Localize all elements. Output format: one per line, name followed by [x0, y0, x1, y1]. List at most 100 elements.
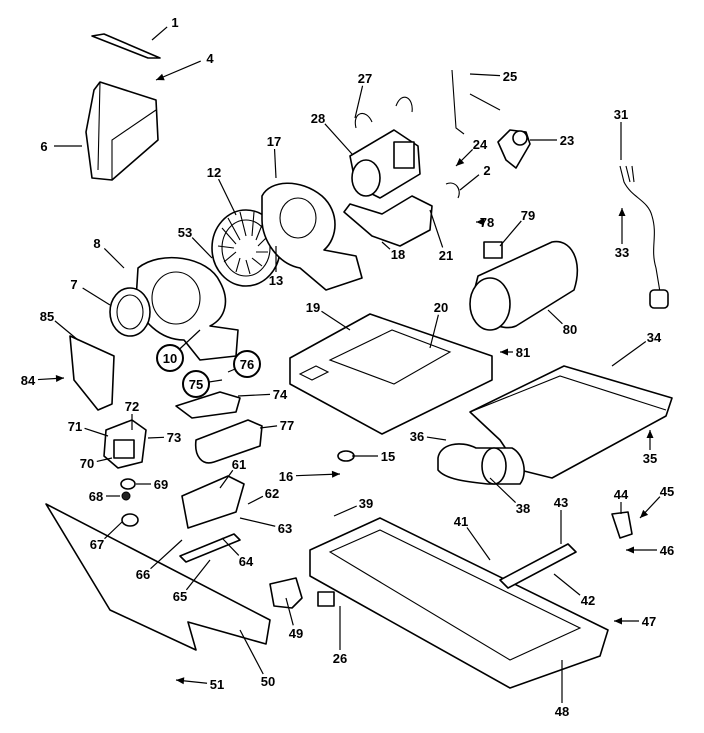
callout-label-68: 68	[89, 489, 103, 504]
callout-label-47: 47	[642, 614, 656, 629]
callout-label-33: 33	[615, 245, 629, 260]
leader-arrow-78	[476, 218, 484, 226]
leader-line-67	[104, 521, 123, 540]
leader-line-8	[103, 248, 125, 269]
leader-line-74	[237, 393, 271, 397]
leader-line-70	[96, 457, 113, 463]
callout-label-72: 72	[125, 399, 139, 414]
leader-line-61	[219, 469, 234, 489]
leader-line-64	[221, 537, 240, 556]
callout-label-84: 84	[21, 373, 36, 388]
callout-label-4: 4	[206, 51, 214, 66]
callout-label-51: 51	[210, 677, 224, 692]
callout-label-81: 81	[516, 345, 530, 360]
leader-line-53	[191, 237, 213, 259]
callout-label-39: 39	[359, 496, 373, 511]
part-61-bracket	[181, 475, 245, 529]
leader-line-41	[466, 527, 491, 561]
callout-label-16: 16	[279, 469, 293, 484]
part-38-exhaust-duct	[437, 443, 525, 485]
part-7-seal-ring	[109, 287, 151, 337]
callout-label-70: 70	[80, 456, 94, 471]
leader-line-50	[239, 629, 264, 675]
parts-artwork	[45, 33, 673, 689]
callout-label-41: 41	[454, 514, 468, 529]
part-49-burner	[269, 577, 303, 609]
leader-line-73	[147, 436, 165, 439]
leader-line-27	[354, 85, 364, 119]
leader-line-21	[429, 209, 444, 248]
callout-label-66: 66	[136, 567, 150, 582]
callout-label-73: 73	[167, 430, 181, 445]
callout-label-74: 74	[273, 387, 288, 402]
callout-label-25: 25	[503, 69, 517, 84]
part-27-clamps	[354, 96, 413, 129]
callout-label-49: 49	[289, 626, 303, 641]
callout-circle-75	[182, 370, 210, 398]
part-34-base-pan	[469, 365, 673, 479]
callout-label-23: 23	[560, 133, 574, 148]
callout-label-64: 64	[239, 554, 254, 569]
leader-line-4	[155, 60, 201, 81]
leader-line-65	[185, 559, 211, 591]
leader-line-71	[84, 427, 109, 437]
part-8-fan-cover	[135, 256, 239, 361]
callout-label-12: 12	[207, 165, 221, 180]
callout-label-76: 76	[240, 357, 254, 372]
callout-label-75: 75	[189, 377, 203, 392]
callout-label-69: 69	[154, 477, 168, 492]
part-85-bracket	[69, 335, 115, 411]
leader-line-20	[429, 314, 439, 349]
callout-label-77: 77	[280, 418, 294, 433]
callout-leaders	[37, 26, 661, 703]
leader-line-63	[239, 517, 276, 527]
callout-label-34: 34	[647, 330, 662, 345]
callout-label-1: 1	[171, 15, 178, 30]
callout-label-61: 61	[232, 457, 246, 472]
leader-line-49	[285, 597, 294, 626]
leader-arrow-4	[156, 73, 165, 81]
part-17-blower-housing	[261, 182, 363, 291]
callout-label-78: 78	[480, 215, 494, 230]
callout-label-79: 79	[521, 208, 535, 223]
callout-label-38: 38	[516, 501, 530, 516]
callout-label-21: 21	[439, 248, 453, 263]
callout-circle-10	[156, 344, 184, 372]
leader-line-28	[324, 123, 353, 155]
callout-label-7: 7	[70, 277, 77, 292]
callout-label-27: 27	[358, 71, 372, 86]
leader-line-42	[553, 573, 581, 596]
leader-line-77	[259, 425, 278, 429]
part-48-base-frame	[309, 517, 609, 689]
leader-line-62	[247, 495, 264, 505]
leader-line-79	[499, 220, 522, 247]
callout-label-20: 20	[434, 300, 448, 315]
leader-line-12	[218, 178, 237, 216]
leader-arrow-51	[176, 677, 185, 685]
leader-line-66	[150, 539, 183, 570]
part-19-top-panel	[289, 313, 493, 435]
callout-label-19: 19	[306, 300, 320, 315]
callout-label-48: 48	[555, 704, 569, 719]
leader-arrow-46	[626, 546, 634, 554]
leader-arrow-45	[640, 509, 649, 518]
callout-label-80: 80	[563, 322, 577, 337]
callout-label-15: 15	[381, 449, 395, 464]
callout-label-43: 43	[554, 495, 568, 510]
callout-label-42: 42	[581, 593, 595, 608]
part-6-lint-duct	[85, 81, 159, 181]
callout-label-85: 85	[40, 309, 54, 324]
callout-label-26: 26	[333, 651, 347, 666]
callout-label-65: 65	[173, 589, 187, 604]
callout-label-13: 13	[269, 273, 283, 288]
part-50-side-panel	[45, 503, 271, 651]
callout-label-50: 50	[261, 674, 275, 689]
callout-label-67: 67	[90, 537, 104, 552]
callout-label-2: 2	[483, 163, 490, 178]
leader-line-39	[333, 505, 357, 517]
leader-arrow-35	[646, 430, 654, 438]
leader-line-2	[459, 174, 480, 191]
callout-label-35: 35	[643, 451, 657, 466]
leader-arrow-16	[331, 470, 340, 478]
